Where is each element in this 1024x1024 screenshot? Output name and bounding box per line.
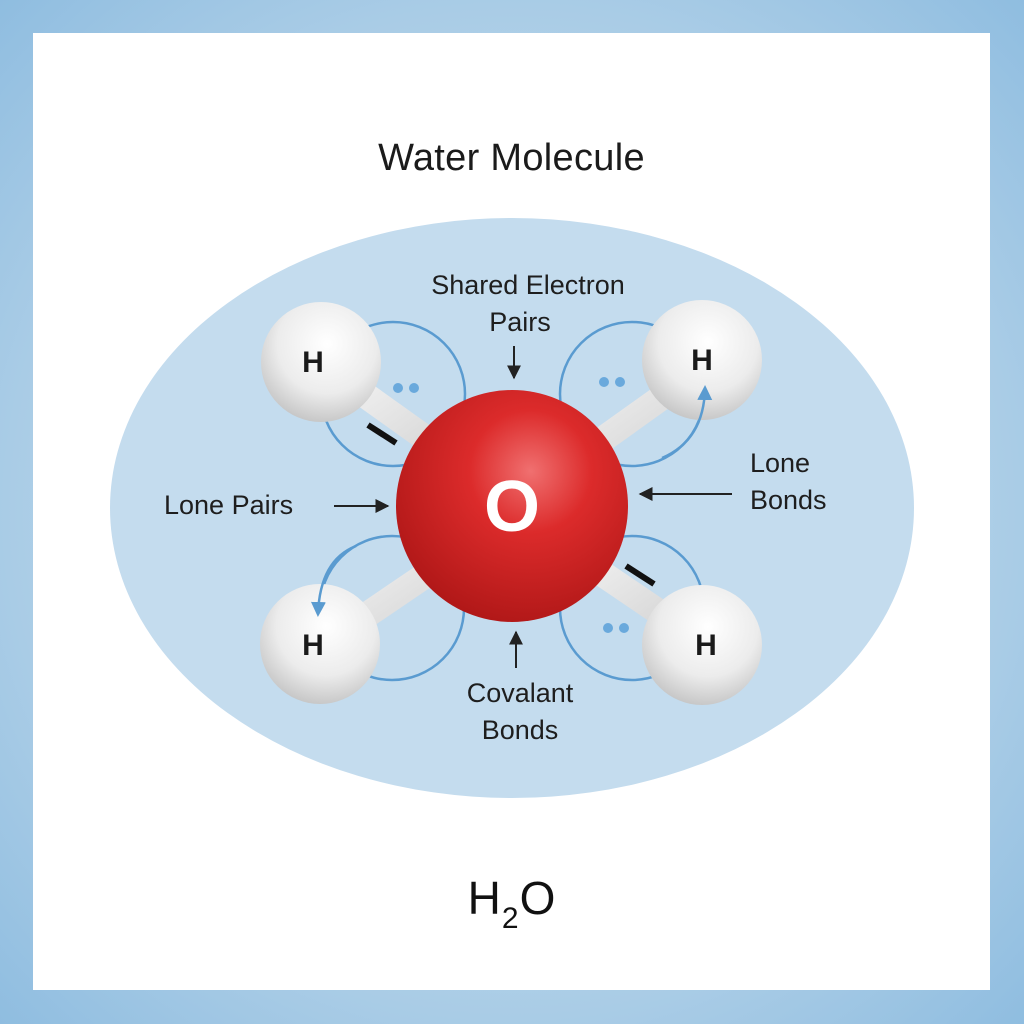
hydrogen-atom-bottom-right: H — [642, 585, 762, 705]
formula-hydrogen: H — [467, 872, 501, 924]
orbit-arrows — [310, 385, 713, 617]
chemical-formula: H2O — [33, 871, 990, 935]
lone-bonds-label-line1: Lone — [750, 448, 810, 478]
shared-electron-pairs-label-line1: Shared Electron — [431, 270, 625, 300]
formula-subscript: 2 — [501, 902, 519, 935]
diagram-title: Water Molecule — [378, 137, 645, 179]
lone-pairs-label: Lone Pairs — [164, 490, 293, 520]
hydrogen-symbol: H — [302, 346, 324, 379]
hydrogen-symbol: H — [302, 629, 324, 662]
covalent-bonds-label-line2: Bonds — [482, 715, 559, 745]
covalent-bonds-label-line1: Covalant — [467, 678, 574, 708]
hydrogen-symbol: H — [691, 344, 713, 377]
lone-bonds-label-line2: Bonds — [750, 485, 827, 515]
hydrogen-atom-top-right: H — [642, 300, 762, 420]
oxygen-symbol: O — [484, 467, 540, 547]
electron-dots — [393, 377, 629, 633]
oxygen-atom: O — [396, 390, 628, 622]
hydrogen-atom-top-left: H — [261, 302, 381, 422]
shared-electron-pairs-label-line2: Pairs — [489, 307, 551, 337]
hydrogen-atom-bottom-left: H — [260, 584, 380, 704]
formula-oxygen: O — [519, 872, 556, 924]
hydrogen-symbol: H — [695, 629, 717, 662]
bond-dash-marks — [366, 422, 656, 587]
annotation-arrows — [334, 346, 732, 668]
